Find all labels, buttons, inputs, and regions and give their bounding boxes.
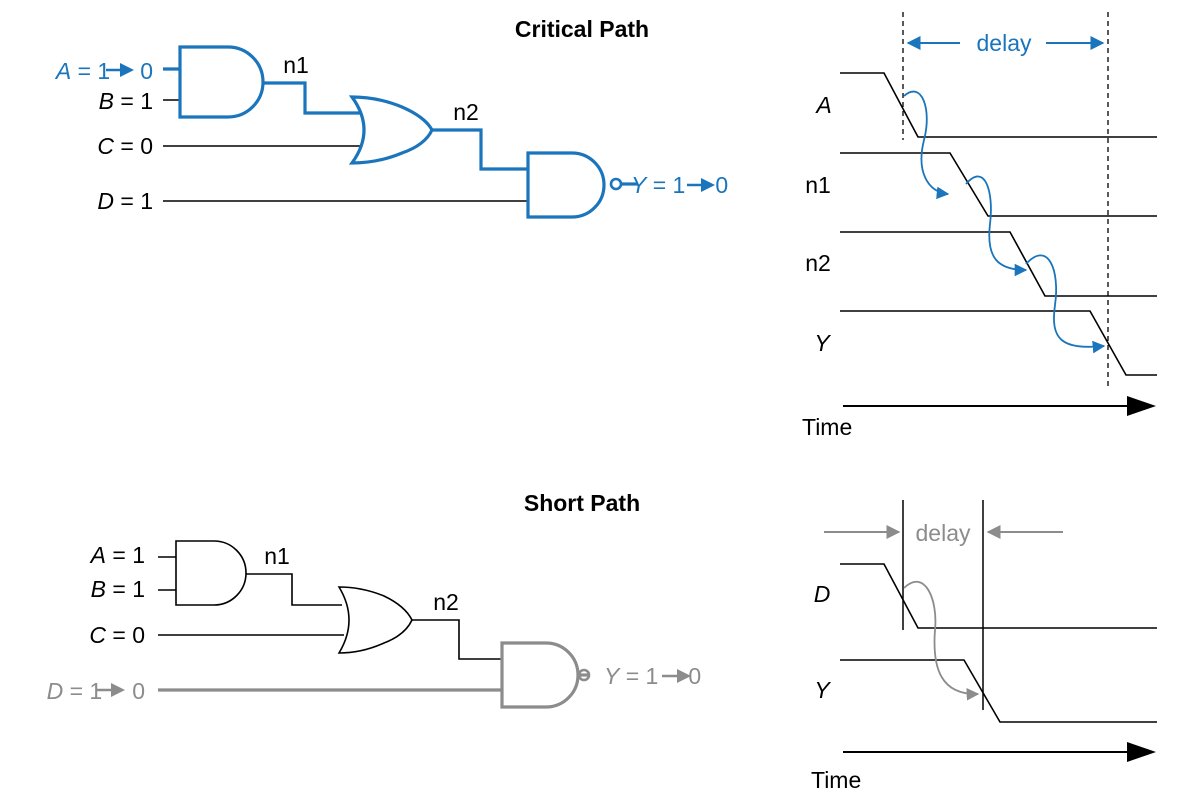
- short-causality-arrow-d-y: [903, 580, 980, 701]
- waveform-n1: [840, 152, 1157, 217]
- signal-n1-label: n1: [805, 172, 831, 198]
- causality-arrow-n2-y: [1025, 254, 1106, 354]
- short-signal-d-label: D: [814, 581, 831, 607]
- input-b-value: = 1: [114, 88, 153, 114]
- or-gate: [348, 95, 434, 165]
- short-input-d-to: 0: [132, 678, 145, 704]
- input-a-label: A = 1 0: [54, 58, 153, 84]
- output-y-transition-arrowhead: [701, 178, 715, 192]
- input-a-to: 0: [140, 58, 153, 84]
- input-a-transition-arrowhead: [120, 63, 134, 77]
- signal-n2-label: n2: [805, 250, 831, 276]
- input-c-name: C: [97, 133, 114, 159]
- short-or-gate: [337, 586, 413, 654]
- short-input-c-label: C = 0: [89, 622, 145, 648]
- critical-delay-label: delay: [977, 30, 1032, 56]
- input-d-name: D: [97, 188, 114, 214]
- short-waveform-y: [840, 659, 1157, 723]
- short-input-d-name: D: [47, 678, 64, 704]
- wire-n1: [263, 81, 360, 115]
- short-time-axis-arrowhead: [1127, 742, 1156, 762]
- node-n2-label: n2: [453, 99, 479, 125]
- output-y-label: Y = 1 0: [631, 172, 728, 198]
- input-a-value: = 1: [71, 58, 110, 84]
- waveform-y: [840, 310, 1157, 376]
- input-b-label: B = 1: [99, 88, 153, 114]
- short-node-n2-label: n2: [433, 589, 459, 615]
- short-waveform-d: [840, 563, 1157, 629]
- critical-path-section: Critical Path A = 1 0 B = 1 C = 0 D = 1 n…: [54, 16, 728, 219]
- time-axis-arrowhead: [1127, 396, 1156, 416]
- and-gate-2: [526, 151, 606, 219]
- short-timing-diagram: delay D Y Time: [811, 500, 1157, 793]
- node-n1-label: n1: [283, 52, 309, 78]
- input-b-name: B: [99, 88, 114, 114]
- short-input-a-label: A = 1: [89, 542, 145, 568]
- short-output-y-transition-arrowhead: [677, 669, 691, 683]
- short-and-gate-1: [175, 540, 247, 606]
- waveform-n2: [840, 231, 1157, 297]
- short-input-d-label: D = 1 0: [47, 678, 145, 704]
- short-input-a-name: A: [89, 542, 106, 568]
- input-d-value: = 1: [114, 188, 153, 214]
- short-node-n1-label: n1: [264, 543, 290, 569]
- short-input-c-name: C: [89, 622, 106, 648]
- and-gate-1: [178, 45, 265, 119]
- short-input-b-label: B = 1: [91, 576, 145, 602]
- short-wire-n2: [412, 619, 502, 660]
- short-input-a-value: = 1: [106, 542, 145, 568]
- short-output-y-to: 0: [688, 663, 701, 689]
- short-output-y-value: = 1: [619, 663, 658, 689]
- output-dot: [609, 177, 623, 191]
- short-path-title: Short Path: [524, 490, 640, 516]
- waveform-a: [840, 72, 1157, 138]
- short-input-b-value: = 1: [106, 576, 145, 602]
- short-signal-y-label: Y: [814, 677, 831, 703]
- critical-time-label: Time: [802, 414, 852, 440]
- causality-arrow-a-n1: [903, 90, 950, 200]
- short-wire-n1: [246, 573, 342, 606]
- short-time-label: Time: [811, 767, 861, 793]
- signal-y-label: Y: [814, 330, 831, 356]
- short-path-section: Short Path A = 1 B = 1 C = 0 D = 1 0 n1 n…: [47, 490, 701, 709]
- input-a-name: A: [54, 58, 71, 84]
- output-y-to: 0: [715, 172, 728, 198]
- short-output-dot: [577, 668, 591, 682]
- input-c-label: C = 0: [97, 133, 153, 159]
- output-y-name: Y: [631, 172, 648, 198]
- short-delay-label: delay: [916, 520, 971, 546]
- critical-path-title: Critical Path: [515, 16, 649, 42]
- input-d-label: D = 1: [97, 188, 153, 214]
- short-output-y-label: Y = 1 0: [604, 663, 701, 689]
- output-y-value: = 1: [646, 172, 685, 198]
- short-input-d-value: = 1: [63, 678, 102, 704]
- wire-n2: [432, 128, 528, 171]
- short-input-b-name: B: [91, 576, 106, 602]
- short-and-gate-2: [500, 641, 580, 709]
- signal-a-label: A: [814, 92, 831, 118]
- short-input-c-value: = 0: [106, 622, 145, 648]
- input-c-value: = 0: [114, 133, 153, 159]
- short-input-d-transition-arrowhead: [111, 683, 125, 697]
- causality-arrow-n1-n2: [965, 175, 1028, 277]
- critical-timing-diagram: delay A n1 n2 Y Time: [802, 12, 1157, 440]
- short-output-y-name: Y: [604, 663, 621, 689]
